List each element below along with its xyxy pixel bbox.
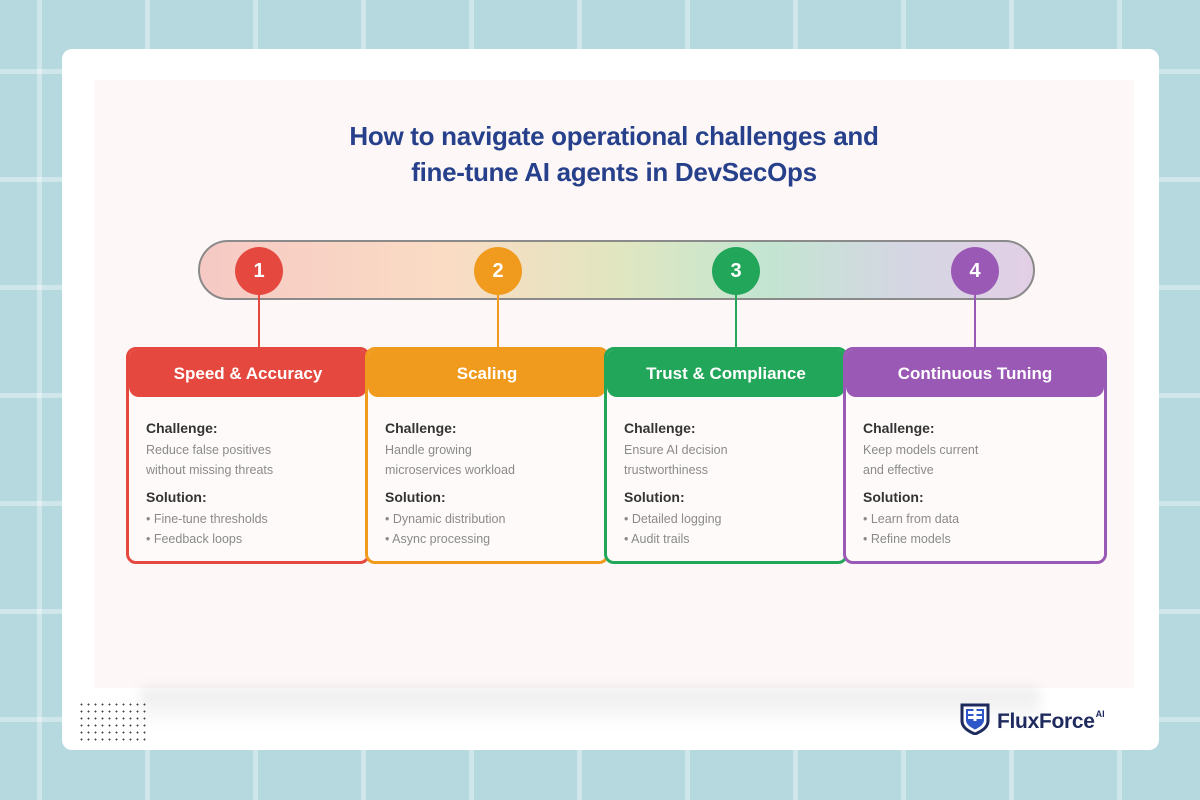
solution-label: Solution:	[863, 489, 924, 505]
brand-name: FluxForce	[997, 709, 1095, 733]
title-line-1: How to navigate operational challenges a…	[349, 121, 879, 151]
challenge-text: Handle growing	[385, 443, 472, 457]
step-marker-1: 1	[235, 247, 283, 295]
challenge-text: without missing threats	[146, 463, 274, 477]
solution-item: • Dynamic distribution	[385, 512, 506, 526]
connector-line-4	[974, 294, 976, 348]
solution-item: • Detailed logging	[624, 512, 722, 526]
connector-line-3	[735, 294, 737, 348]
page-title: How to navigate operational challenges a…	[94, 118, 1134, 190]
step-card-speed-accuracy: Speed & Accuracy Challenge: Reduce false…	[126, 347, 370, 564]
title-line-2: fine-tune AI agents in DevSecOps	[411, 157, 817, 187]
card-header: Continuous Tuning	[846, 350, 1104, 397]
connector-line-2	[497, 294, 499, 348]
solution-item: • Audit trails	[624, 532, 690, 546]
challenge-text: and effective	[863, 463, 934, 477]
step-card-scaling: Scaling Challenge: Handle growing micros…	[365, 347, 609, 564]
brand-superscript: AI	[1095, 708, 1105, 719]
solution-item: • Fine-tune thresholds	[146, 512, 268, 526]
connector-line-1	[258, 294, 260, 348]
brand-logo: FluxForce AI	[960, 703, 1105, 740]
shield-icon	[960, 703, 990, 740]
challenge-text: Ensure AI decision	[624, 443, 728, 457]
solution-item: • Feedback loops	[146, 532, 243, 546]
step-card-trust-compliance: Trust & Compliance Challenge: Ensure AI …	[604, 347, 848, 564]
card-header: Speed & Accuracy	[129, 350, 367, 397]
challenge-text: Keep models current	[863, 443, 979, 457]
solution-label: Solution:	[385, 489, 446, 505]
step-marker-2: 2	[474, 247, 522, 295]
step-card-continuous-tuning: Continuous Tuning Challenge: Keep models…	[843, 347, 1107, 564]
step-marker-4: 4	[951, 247, 999, 295]
solution-label: Solution:	[624, 489, 685, 505]
challenge-text: Reduce false positives	[146, 443, 272, 457]
challenge-text: trustworthiness	[624, 463, 709, 477]
canvas-shadow	[140, 688, 1040, 728]
solution-label: Solution:	[146, 489, 207, 505]
solution-item: • Async processing	[385, 532, 491, 546]
challenge-label: Challenge:	[624, 420, 696, 436]
challenge-label: Challenge:	[863, 420, 935, 436]
challenge-text: microservices workload	[385, 463, 515, 477]
card-header: Scaling	[368, 350, 606, 397]
dot-pattern-decoration	[78, 701, 146, 741]
step-marker-3: 3	[712, 247, 760, 295]
timeline-bar	[198, 240, 1035, 300]
solution-item: • Learn from data	[863, 512, 960, 526]
challenge-label: Challenge:	[385, 420, 457, 436]
challenge-label: Challenge:	[146, 420, 218, 436]
card-header: Trust & Compliance	[607, 350, 845, 397]
solution-item: • Refine models	[863, 532, 951, 546]
